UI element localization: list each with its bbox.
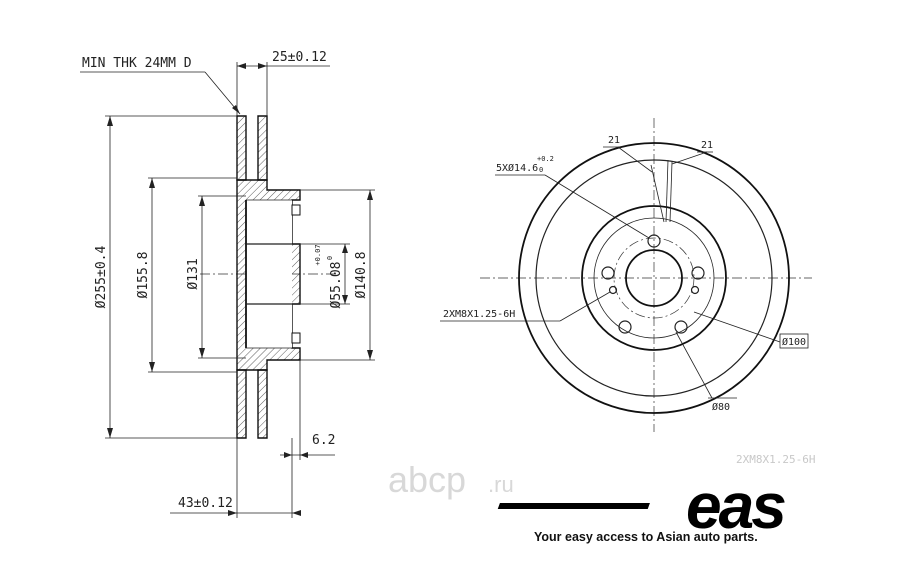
width-label: 25±0.12 bbox=[272, 50, 327, 65]
lug-hole-2 bbox=[691, 266, 705, 280]
lug-hole-1 bbox=[647, 234, 661, 248]
watermark-text: abcp bbox=[388, 459, 466, 500]
thread-hole-1 bbox=[608, 285, 618, 295]
height-label: 43±0.12 bbox=[178, 496, 233, 511]
angle-label-2: 21 bbox=[701, 140, 713, 151]
brand-tagline: Your easy access to Asian auto parts. bbox=[534, 530, 758, 544]
brand-block: eas Your easy access to Asian auto parts… bbox=[497, 470, 788, 544]
angle-label-1: 21 bbox=[608, 135, 620, 146]
d55-tol-upper: +0.07 bbox=[314, 244, 322, 265]
d155-label: Ø155.8 bbox=[136, 252, 151, 299]
rotor-section-upper bbox=[236, 115, 247, 181]
lug-holes-tol-lower: 0 bbox=[539, 166, 543, 174]
d55-tol-lower: 0 bbox=[326, 256, 334, 260]
rotor-section-lower-b bbox=[257, 369, 268, 439]
min-thk-label: MIN THK 24MM D bbox=[82, 56, 192, 71]
d140-label: Ø140.8 bbox=[354, 252, 369, 299]
watermark-suffix: .ru bbox=[488, 472, 514, 497]
brand-logo: eas bbox=[686, 470, 785, 542]
rotor-section-lower bbox=[236, 369, 247, 439]
watermark: abcp .ru bbox=[388, 459, 514, 500]
rotor-outer-circle bbox=[518, 142, 790, 414]
d131-label: Ø131 bbox=[186, 258, 201, 289]
lug-hole-3 bbox=[674, 320, 688, 334]
lug-holes-tol-upper: +0.2 bbox=[537, 155, 554, 163]
rotor-friction-inner bbox=[535, 159, 773, 397]
outer-diameter-label: Ø255±0.4 bbox=[94, 246, 109, 309]
hub-dim-label: 6.2 bbox=[312, 433, 335, 448]
thread-hole-2 bbox=[690, 285, 700, 295]
pcd-label: Ø100 bbox=[782, 336, 806, 348]
brand-underline-bar bbox=[497, 503, 650, 509]
center-bore bbox=[625, 249, 683, 307]
rotor-section-upper-b bbox=[257, 115, 268, 181]
hat-inner-circle bbox=[593, 217, 715, 339]
ghost-thread-label: 2XM8X1.25-6H bbox=[736, 453, 815, 466]
thread-label: 2XM8X1.25-6H bbox=[443, 309, 515, 320]
hat-outer-circle bbox=[581, 205, 727, 351]
lug-hole-4 bbox=[618, 320, 632, 334]
lug-hole-5 bbox=[601, 266, 615, 280]
front-view: 21 21 5XØ14.6 +0.2 0 2XM8X1.25-6H Ø100 Ø… bbox=[440, 118, 815, 466]
d55-label: Ø55.08 bbox=[329, 262, 344, 309]
bore-label: Ø80 bbox=[712, 401, 730, 413]
lug-holes-label: 5XØ14.6 bbox=[496, 162, 538, 174]
side-view: MIN THK 24MM D 25±0.12 Ø255±0.4 Ø155.8 Ø… bbox=[80, 50, 375, 518]
